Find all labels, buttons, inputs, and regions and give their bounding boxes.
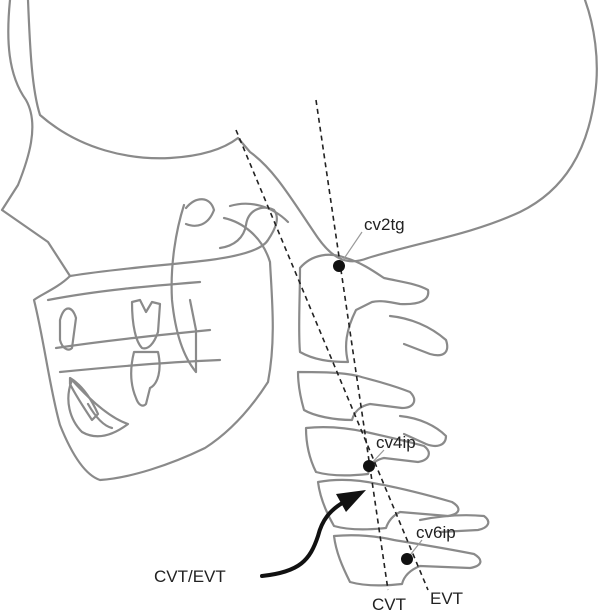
mandible-outline <box>68 206 278 278</box>
condyle-outline <box>184 198 290 227</box>
cv4ip-point <box>363 460 375 472</box>
ramus-outline <box>170 203 198 374</box>
cv4ip-label: cv4ip <box>376 433 416 452</box>
cvt-evt-label: CVT/EVT <box>154 567 226 586</box>
vertebra-c6-outline <box>332 534 482 587</box>
chin-outline <box>67 378 130 438</box>
vertebra-c4-outline <box>304 426 430 477</box>
vertebra-c4-spinous-outline <box>398 414 448 447</box>
cv2tg-point <box>333 260 345 272</box>
cv6ip-label: cv6ip <box>416 523 456 542</box>
incisor-lower-outline <box>68 376 100 422</box>
vertebra-c3-outline <box>296 370 416 422</box>
vertebra-c6-spinous-outline <box>418 514 490 534</box>
cv6ip-point <box>401 553 413 565</box>
cv2tg-leader <box>338 231 363 267</box>
cvt-evt-arrowhead <box>336 490 366 512</box>
vertebra-c3-spinous-outline <box>388 314 449 357</box>
incisor-upper-outline <box>58 307 78 351</box>
maxilla-outline <box>46 280 222 374</box>
molar-lower-outline <box>130 350 161 407</box>
molar-upper-outline <box>130 298 162 350</box>
cv2tg-label: cv2tg <box>364 215 405 234</box>
evt-line <box>235 129 429 591</box>
cvt-line <box>315 99 389 591</box>
evt-line-label: EVT <box>430 589 463 608</box>
vertebra-c2-outline <box>298 253 430 364</box>
cvt-line-label: CVT <box>372 595 406 614</box>
cvt-evt-arrow <box>260 500 346 578</box>
cranium-outline <box>26 0 598 263</box>
skull-profile-outline <box>0 0 274 482</box>
